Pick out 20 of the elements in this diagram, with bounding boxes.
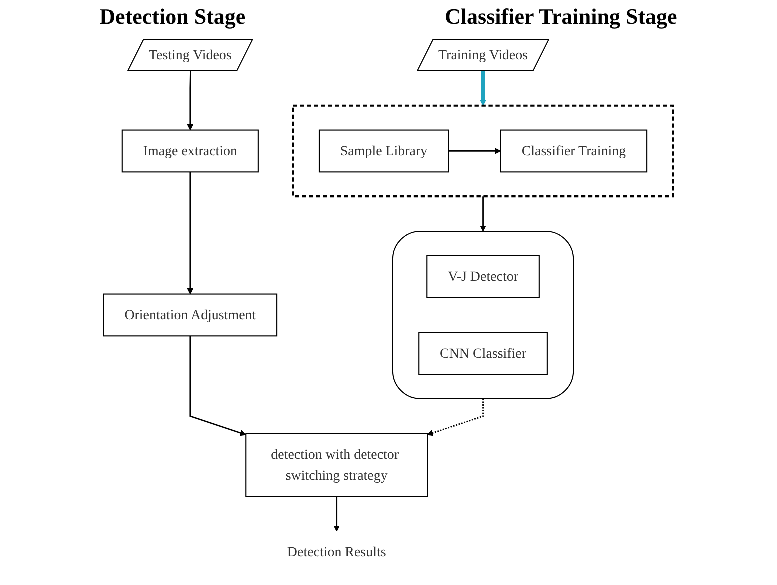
arrow (480, 196, 486, 232)
arrow (427, 398, 484, 436)
node-box: Sample Library (318, 130, 450, 173)
node-box: Classifier Training (500, 130, 648, 173)
arrow (480, 70, 486, 106)
arrow (448, 148, 502, 154)
arrow (187, 71, 194, 131)
cluster (392, 230, 574, 400)
node-box: Orientation Adjustment (103, 294, 278, 337)
stage-heading: Detection Stage (100, 4, 246, 30)
node-box: CNN Classifier (418, 332, 548, 376)
node-text: Detection Results (287, 544, 386, 560)
cluster (292, 104, 674, 198)
arrow (334, 496, 340, 532)
node-box: detection with detector switching strategy (246, 433, 428, 498)
arrow (190, 336, 246, 436)
arrow (187, 172, 194, 295)
node-box: Image extraction (122, 130, 259, 173)
stage-heading: Classifier Training Stage (445, 4, 678, 30)
node-box: V-J Detector (426, 255, 540, 298)
